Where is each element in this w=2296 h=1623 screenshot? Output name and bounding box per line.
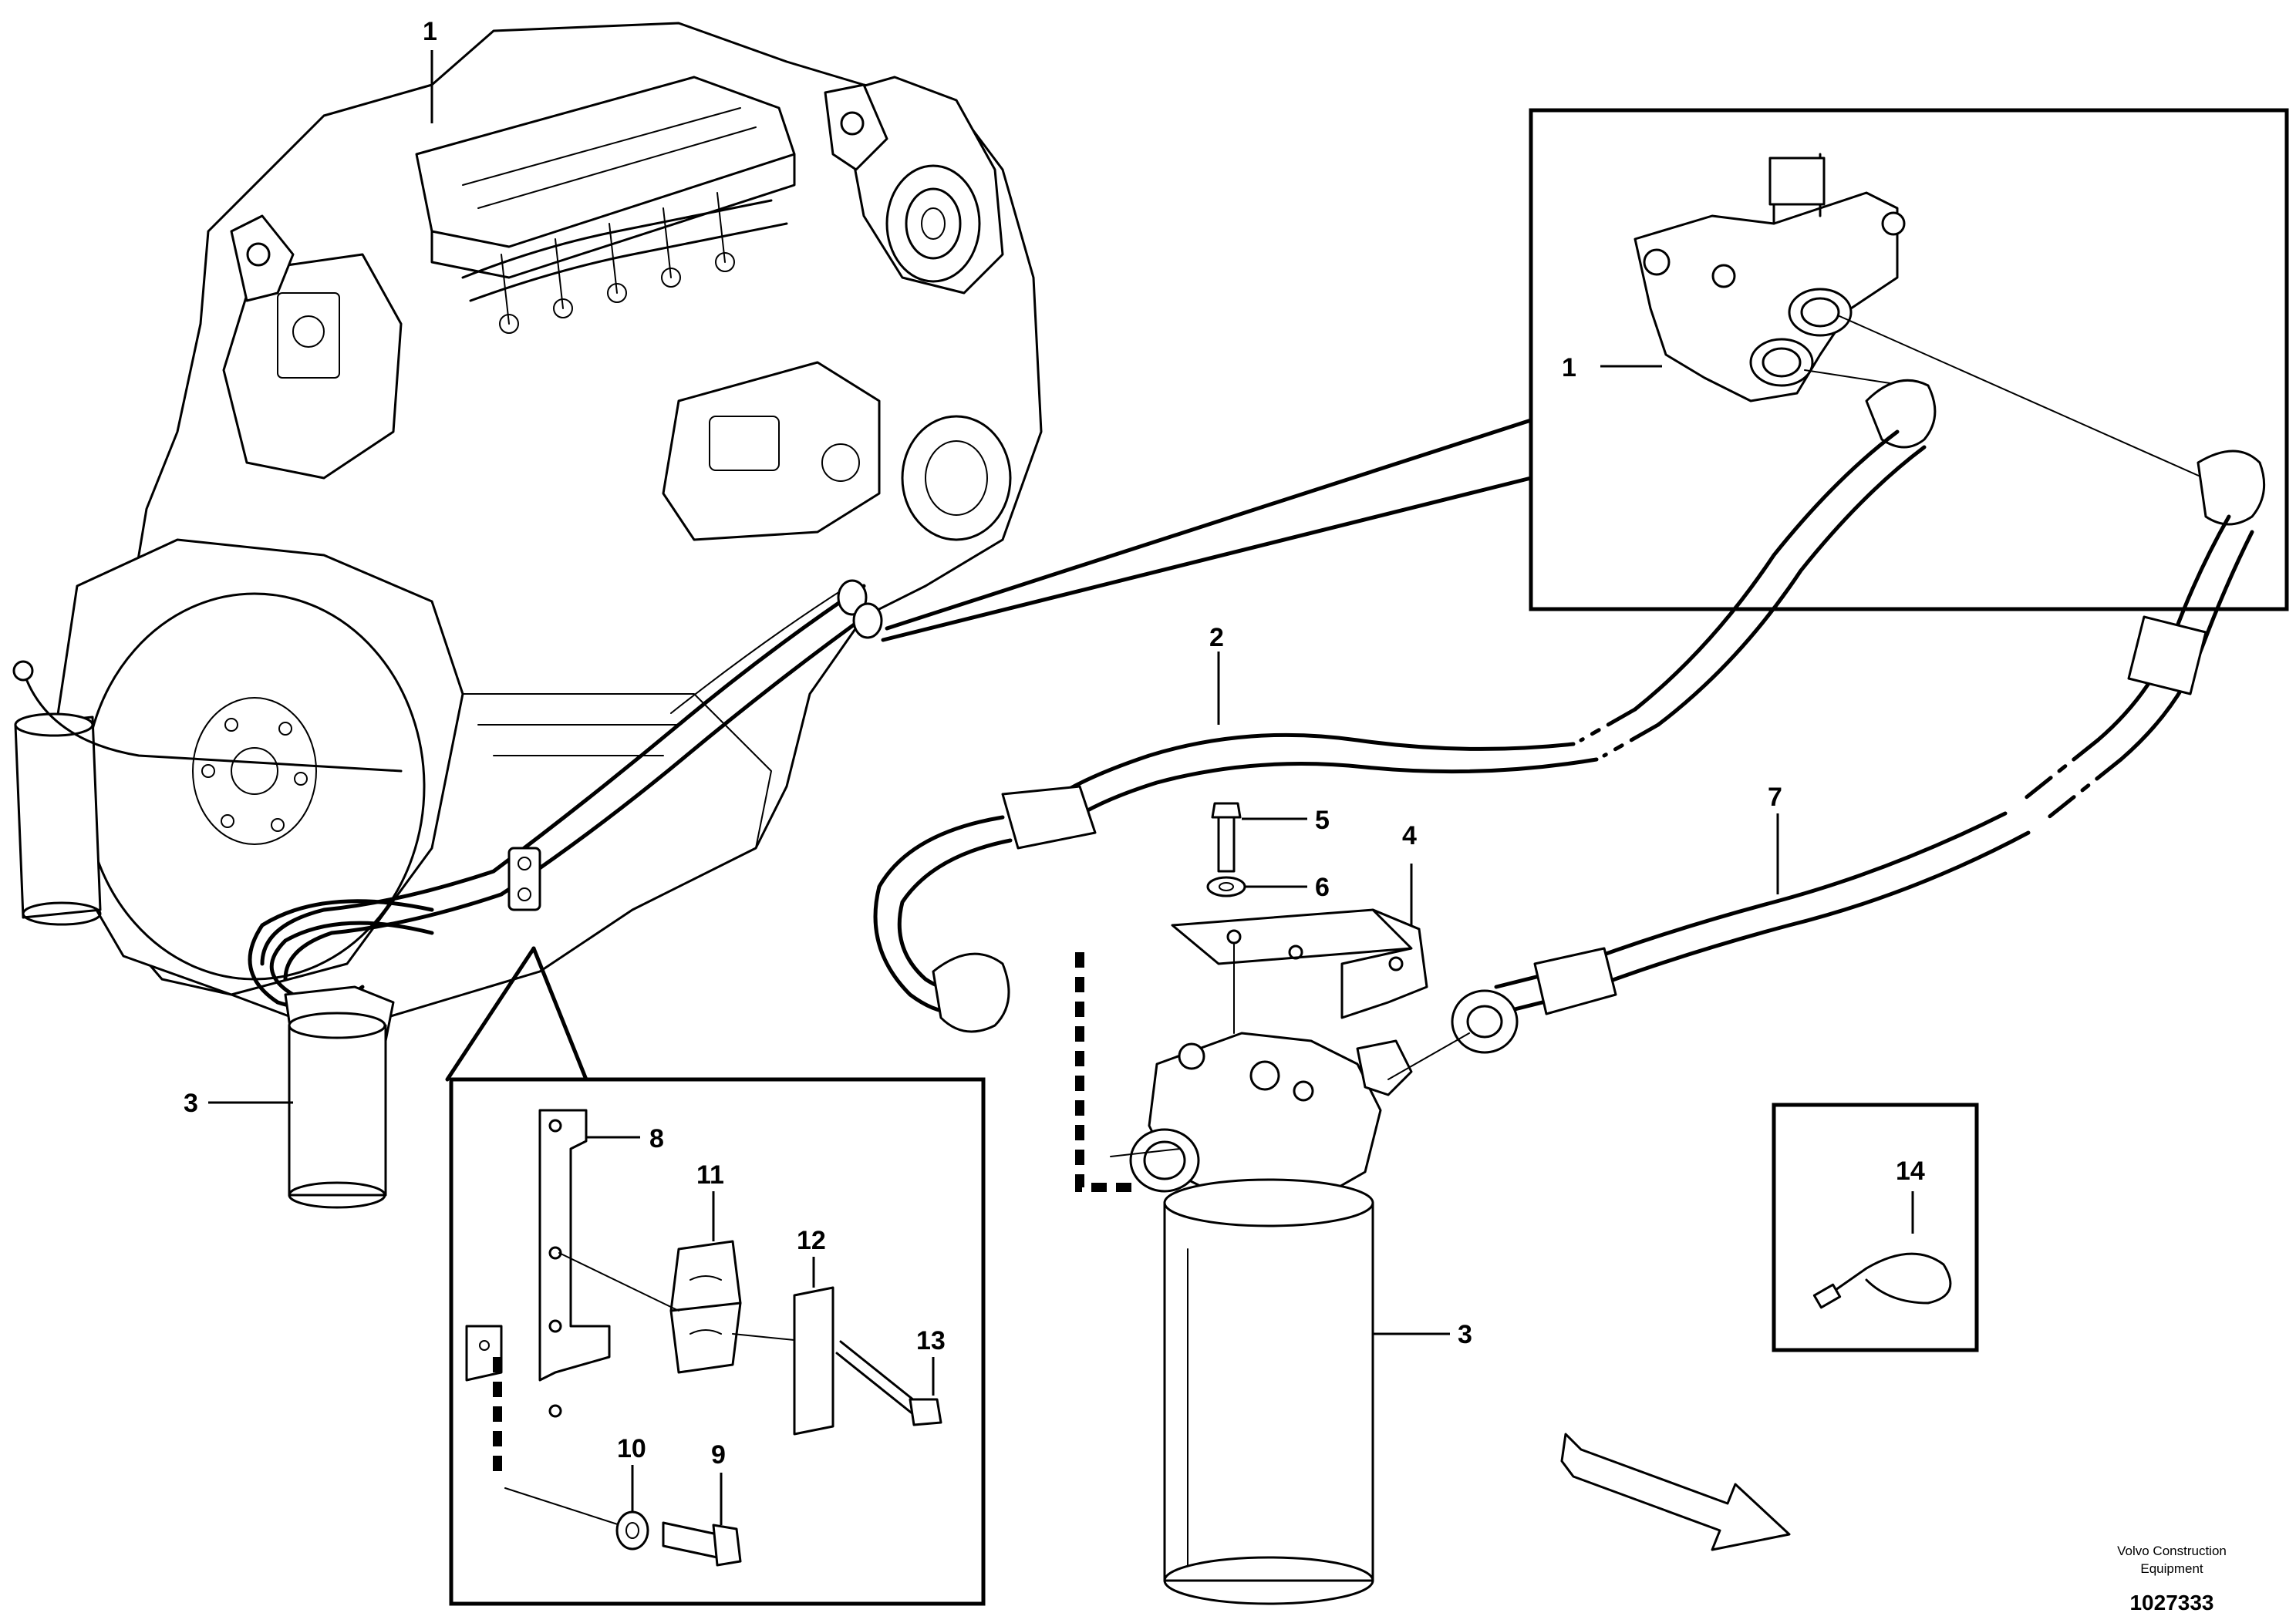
detail-box-clamp (445, 946, 986, 1606)
detail-box-1 (1529, 108, 2289, 611)
callout-leaders (208, 50, 1779, 1335)
footer: Volvo Construction Equipment 1027333 (2117, 1544, 2227, 1615)
callout-detail-1: 1 (1562, 353, 1576, 382)
credit-line-1: Volvo Construction (2117, 1544, 2227, 1558)
callout-washer-10: 10 (617, 1434, 646, 1463)
bracket-4 (1171, 908, 1428, 1034)
credit-line-2: Equipment (2140, 1561, 2203, 1576)
callout-washer-6: 6 (1315, 873, 1330, 902)
callout-hose-7: 7 (1768, 783, 1782, 812)
callout-screw-9: 9 (711, 1440, 726, 1470)
callout-cable-tie-14: 14 (1896, 1157, 1925, 1186)
callout-filter-3-left: 3 (184, 1089, 198, 1118)
callout-bracket-4: 4 (1402, 821, 1417, 850)
callout-screw-5: 5 (1315, 806, 1330, 835)
callout-engine-1: 1 (423, 17, 437, 46)
callout-hose-2: 2 (1209, 623, 1224, 652)
detail-1-pointer-lines (881, 418, 1533, 642)
filter-3-right (1075, 952, 1470, 1605)
document-number: 1027333 (2129, 1591, 2213, 1615)
callout-screw-13: 13 (916, 1326, 946, 1355)
hose-2 (873, 429, 1927, 1033)
direction-arrow (1560, 1433, 1791, 1551)
detail-box-14 (1772, 1103, 1979, 1352)
callout-plate-12: 12 (797, 1226, 826, 1255)
callout-bracket-8: 8 (649, 1124, 664, 1153)
hose-7 (1451, 514, 2254, 1054)
engine-illustration (12, 22, 1043, 1209)
screw-5 (1211, 802, 1307, 873)
callout-filter-3-right: 3 (1458, 1320, 1472, 1349)
callout-clamp-11: 11 (696, 1160, 724, 1190)
callout-labels: 1 1 2 3 3 4 5 6 7 8 9 10 11 12 13 14 (184, 17, 1925, 1470)
washer-6 (1206, 876, 1307, 897)
